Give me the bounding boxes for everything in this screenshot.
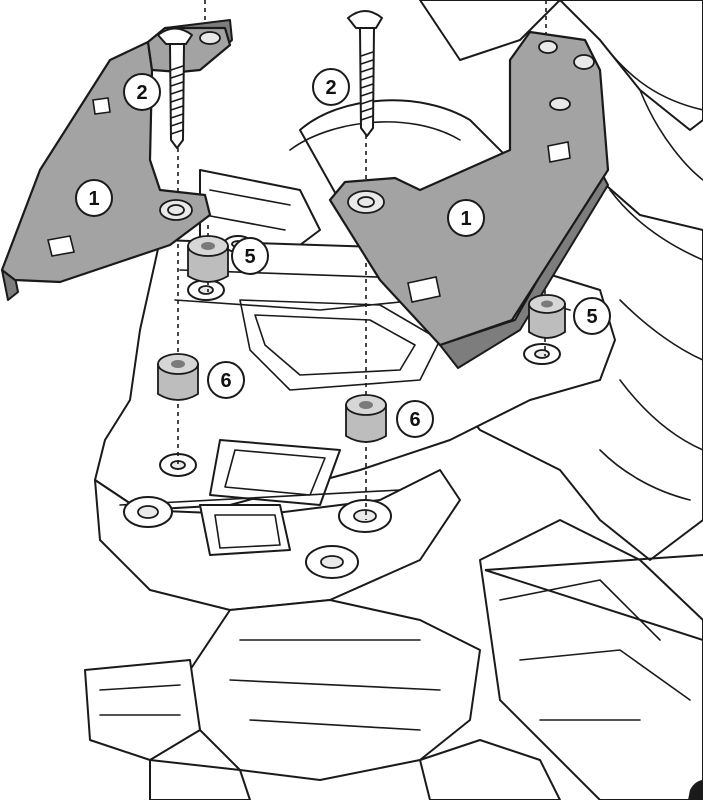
svg-text:1: 1: [88, 188, 99, 210]
callout-spacer-tall-left: 6: [207, 361, 245, 399]
svg-text:2: 2: [325, 77, 336, 99]
rack-mount-boss-right: [523, 343, 561, 365]
spacer-short-right: [528, 294, 566, 339]
rack-mount-boss-left-front: [159, 453, 197, 477]
rack-mount-boss-left-rear: [123, 496, 173, 528]
rack-mount-boss-left-upper: [187, 279, 225, 301]
bracket-right: [328, 30, 610, 369]
rack-mount-boss-front: [305, 545, 359, 579]
screw-right: [347, 10, 383, 137]
screw-left: [157, 27, 193, 149]
callout-spacer-tall-center: 6: [396, 400, 434, 438]
spacer-tall-left: [157, 353, 199, 401]
callout-spacer-short-left: 5: [231, 237, 269, 275]
spacer-short-left: [187, 235, 229, 283]
svg-text:5: 5: [586, 306, 597, 328]
callout-bracket-left: 1: [75, 179, 113, 217]
callout-screw-right: 2: [312, 68, 350, 106]
bracket-left: [0, 19, 233, 301]
svg-text:6: 6: [409, 409, 420, 431]
svg-text:6: 6: [220, 370, 231, 392]
callout-bracket-right: 1: [447, 199, 485, 237]
svg-text:2: 2: [136, 82, 147, 104]
svg-text:1: 1: [460, 208, 471, 230]
detail-pointer: [484, 554, 703, 800]
callout-spacer-short-right: 5: [573, 297, 611, 335]
spacer-tall-center: [345, 394, 387, 443]
svg-text:5: 5: [244, 246, 255, 268]
rack-mount-boss-center: [338, 499, 392, 533]
callout-screw-left: 2: [123, 73, 161, 111]
